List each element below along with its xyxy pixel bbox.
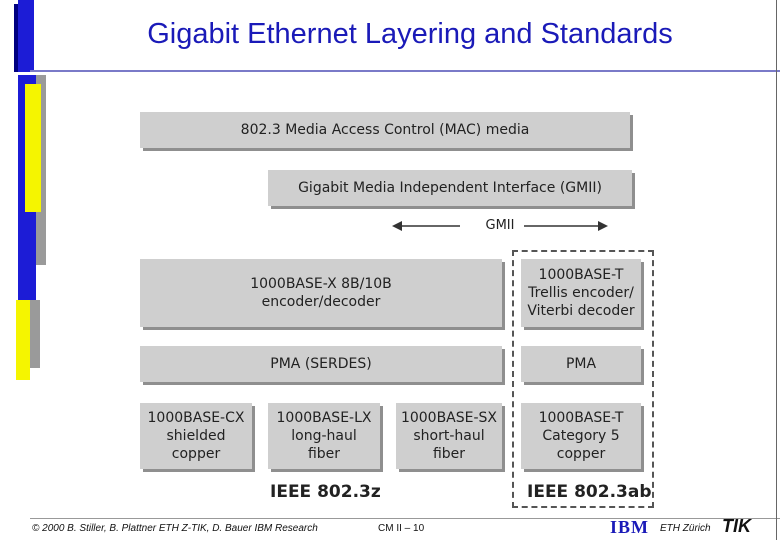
decor-bar-gray-2 (30, 300, 40, 368)
slide-title: Gigabit Ethernet Layering and Standards (147, 18, 673, 50)
title-divider (30, 70, 780, 72)
std-802-3z-label: IEEE 802.3z (270, 482, 381, 502)
gmii-label: GMII (485, 218, 515, 233)
media-lx-box: 1000BASE-LX long-haul fiber (268, 403, 380, 469)
gmii-layer-box: Gigabit Media Independent Interface (GMI… (268, 170, 632, 206)
footer-eth: ETH Zürich (660, 523, 711, 534)
decor-bar-yellow-2 (16, 300, 30, 380)
mac-layer-box: 802.3 Media Access Control (MAC) media (140, 112, 630, 148)
encoder-x-box: 1000BASE-X 8B/10B encoder/decoder (140, 259, 502, 327)
pma-t-box: PMA (521, 346, 641, 382)
base-t-dashed-region (512, 250, 654, 508)
ibm-logo: IBM (610, 517, 649, 537)
decor-bar-blue-top (18, 0, 34, 72)
gmii-arrow (392, 221, 608, 231)
media-sx-box: 1000BASE-SX short-haul fiber (396, 403, 502, 469)
tik-logo: TIK (722, 516, 751, 536)
decor-bar-yellow-1 (25, 84, 41, 212)
encoder-t-box: 1000BASE-T Trellis encoder/ Viterbi deco… (521, 259, 641, 327)
media-t-box: 1000BASE-T Category 5 copper (521, 403, 641, 469)
media-cx-box: 1000BASE-CX shielded copper (140, 403, 252, 469)
footer-copyright: © 2000 B. Stiller, B. Plattner ETH Z-TIK… (32, 523, 318, 534)
footer-rule (30, 518, 780, 519)
slide-right-border (776, 0, 777, 540)
std-802-3ab-label: IEEE 802.3ab (527, 482, 652, 502)
decor-bar-navy-top (14, 4, 18, 72)
footer-slide-number: CM II – 10 (378, 523, 425, 534)
pma-serdes-box: PMA (SERDES) (140, 346, 502, 382)
